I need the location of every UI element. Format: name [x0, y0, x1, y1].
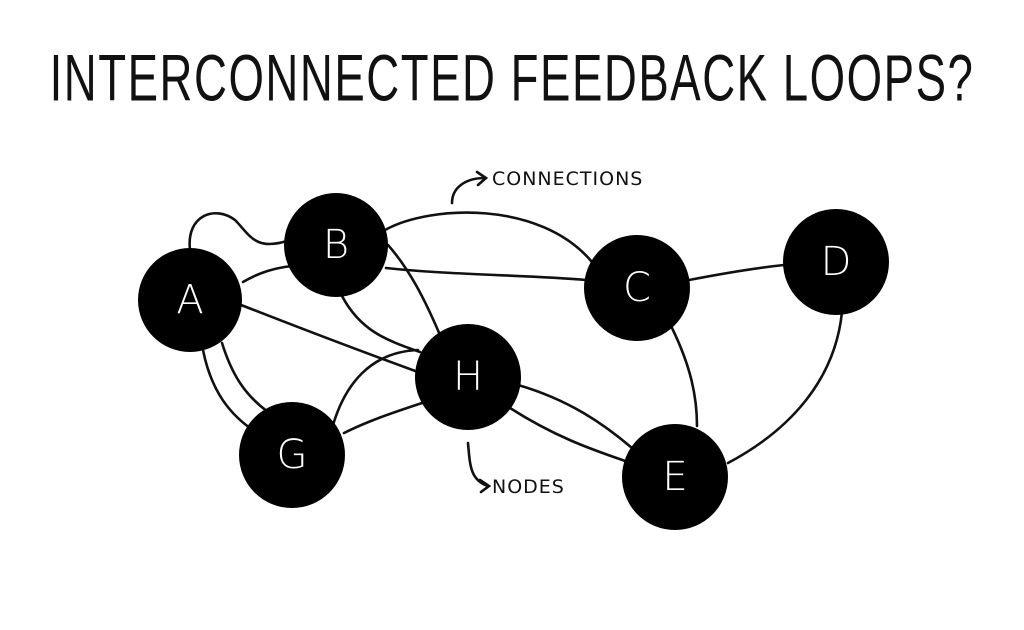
edge-b-h-1 — [386, 243, 442, 337]
edge-a-b-loop — [188, 211, 292, 252]
edges — [188, 211, 844, 465]
arrow-icon — [450, 170, 489, 205]
edge-b-h-2 — [340, 294, 422, 354]
node-c: C — [584, 235, 690, 341]
edge-b-c — [384, 266, 588, 282]
node-a: A — [138, 248, 242, 352]
edge-a-b — [241, 264, 294, 284]
svg-text:E: E — [662, 454, 687, 500]
diagram-title: INTERCONNECTED FEEDBACK LOOPS? — [49, 41, 975, 115]
arrow-icon — [466, 441, 492, 494]
edge-a-g-2 — [220, 341, 270, 414]
nodes: A B C D H G E — [138, 193, 889, 530]
edge-c-d — [687, 263, 786, 282]
svg-text:H: H — [453, 354, 483, 400]
svg-text:A: A — [176, 277, 203, 323]
node-e: E — [622, 424, 728, 530]
node-h: H — [415, 324, 521, 430]
nodes-annotation: NODES — [466, 441, 565, 498]
svg-text:D: D — [821, 239, 852, 285]
edge-a-g-1 — [201, 348, 252, 430]
svg-text:G: G — [277, 432, 308, 478]
svg-text:B: B — [323, 222, 349, 268]
edge-c-e — [670, 326, 699, 428]
edge-d-e — [726, 310, 844, 465]
connections-label: CONNECTIONS — [492, 168, 643, 190]
node-b: B — [284, 193, 388, 297]
edge-g-h-1 — [331, 348, 420, 427]
edge-h-e-2 — [516, 383, 634, 450]
node-d: D — [783, 209, 889, 315]
connections-annotation: CONNECTIONS — [450, 168, 643, 205]
edge-h-e-1 — [508, 406, 630, 464]
edge-g-h-2 — [342, 400, 427, 435]
edge-a-h — [239, 303, 420, 374]
svg-text:C: C — [623, 265, 651, 311]
edge-b-c-arc — [383, 211, 594, 264]
nodes-label: NODES — [492, 476, 565, 498]
node-g: G — [239, 402, 345, 508]
